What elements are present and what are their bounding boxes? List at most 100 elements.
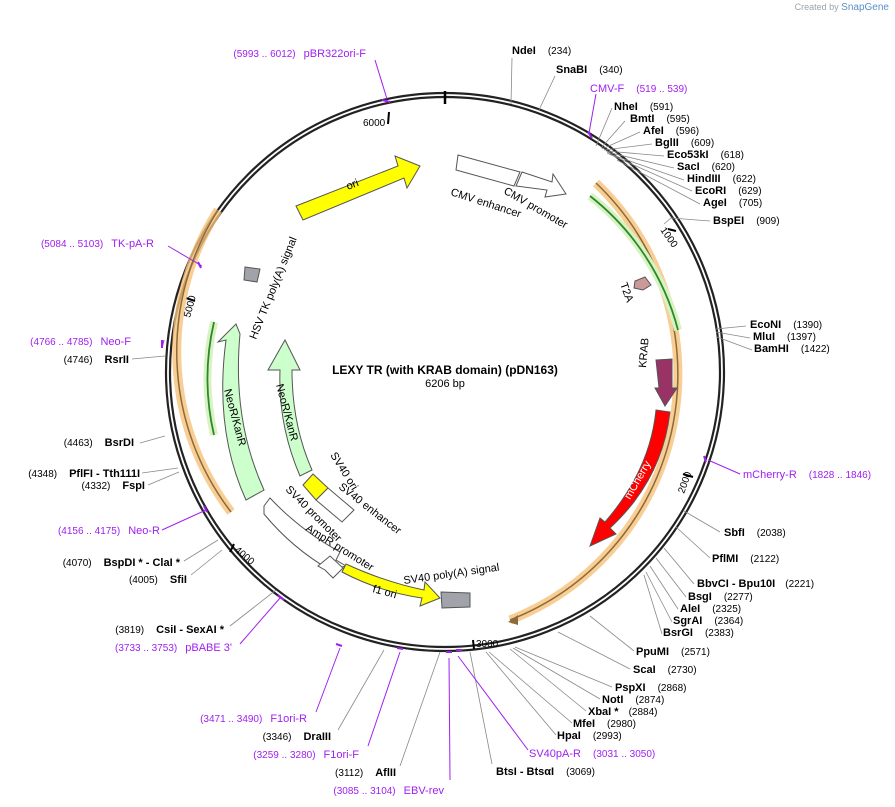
sv40-promoter-feature [263, 497, 348, 571]
enzyme-noti: NotI(2874) [602, 694, 664, 706]
plasmid-length: 6206 bp [425, 378, 465, 390]
leader-alei [649, 565, 679, 610]
leader-fspi [147, 471, 180, 486]
cmv-promoter-feature [515, 171, 567, 198]
enzyme-mfei: MfeI(2980) [573, 718, 636, 730]
sv40-polya-label: SV40 poly(A) signal [403, 562, 500, 587]
orf-line-right [509, 182, 679, 621]
leader-f1ori-r [315, 647, 341, 713]
enzyme-clai: (4070)BspDI * - ClaI * [63, 557, 181, 569]
enzyme-bamhi: BamHI(1422) [754, 343, 830, 355]
primer-pbr322ori-f: (5993 .. 6012)pBR322ori-F [233, 48, 366, 60]
tick-1000: 1000 [658, 225, 680, 250]
leader-draiii [337, 649, 385, 731]
ori-feature [295, 155, 421, 221]
leader-scai [557, 631, 631, 670]
enzyme-econi: EcoNI(1390) [750, 319, 822, 331]
site-pbabe3 [277, 594, 285, 601]
ampr-promoter-feature [317, 555, 344, 579]
enzyme-csii: (3819)CsiI - SexAI * [115, 624, 224, 636]
enzyme-labels-left: (3112)AflII (3346)DraIII (3819)CsiI - Se… [28, 354, 396, 779]
site-neo-r [203, 505, 208, 513]
enzyme-agei: AgeI(705) [703, 197, 762, 209]
enzyme-bglii: BglII(609) [655, 137, 714, 149]
enzyme-bspei: BspEI(909) [713, 215, 780, 227]
enzyme-ppumi: PpuMI(2571) [636, 646, 710, 658]
leader-csii [229, 589, 277, 627]
t2a-label: T2A [617, 281, 635, 305]
enzyme-btsi: BtsI - BtsαI(3069) [496, 766, 595, 778]
neor-kanr-inner-feature [267, 338, 313, 477]
green-orf-left [206, 321, 215, 436]
primer-neo-f: (4766 .. 4785)Neo-F [30, 336, 131, 348]
leader-sgrai [645, 571, 673, 623]
sv40-polya-feature [440, 591, 471, 609]
enzyme-hpai: HpaI(2993) [557, 730, 622, 742]
krab-feature [654, 358, 678, 407]
enzyme-labels: NdeI(234) SnaBI(340) NheI(591) BmtI(595)… [496, 45, 830, 778]
leader-tth111i [141, 467, 179, 474]
leader-bsrgi [643, 574, 663, 635]
hsv-tk-polya-label: HSV TK poly(A) signal [248, 235, 300, 341]
tick-3000: 3000 [476, 639, 499, 650]
leader-btsi [469, 651, 493, 765]
enzyme-sfii: (4005)SfiI [129, 574, 187, 586]
primer-f1ori-f: (3259 .. 3280)F1ori-F [253, 749, 359, 761]
leader-agei [616, 159, 701, 205]
plasmid-title: LEXY TR (with KRAB domain) (pDN163) [332, 363, 558, 377]
t2a-feature [633, 276, 652, 291]
annotation-leaders [131, 57, 753, 767]
enzyme-eco53ki: Eco53kI(618) [667, 149, 744, 161]
ori-label: ori [345, 177, 361, 193]
enzyme-pspxi: PspXI(2868) [615, 682, 686, 694]
leader-rsrii [131, 355, 166, 360]
tick-6000-mark [387, 111, 390, 125]
enzyme-rsrii: (4746)RsrII [64, 354, 129, 366]
primer-mcherry-r: mCherry-R(1828 .. 1846) [743, 469, 871, 481]
green-orf-right [589, 195, 679, 331]
primer-f1ori-r: (3471 .. 3490)F1ori-R [200, 713, 307, 725]
primer-leaders [161, 59, 741, 781]
primer-tk-pa-r: (5084 .. 5103)TK-pA-R [41, 238, 154, 250]
leader-pspxi [514, 646, 613, 688]
site-f1ori-r [335, 643, 343, 647]
enzyme-bsgi: BsgI(2277) [688, 591, 753, 603]
leader-bsrdi [139, 435, 166, 444]
leader-hindiii [606, 152, 685, 181]
primer-pbabe3: (3733 .. 3753)pBABE 3' [115, 642, 232, 654]
enzyme-sbfi: SbfI(2038) [724, 527, 786, 539]
leader-mcherry-r [707, 459, 741, 475]
leader-pflmi [675, 526, 711, 559]
enzyme-draiii: (3346)DraIII [263, 731, 331, 743]
enzyme-alei: AleI(2325) [680, 603, 741, 615]
leader-econi [715, 325, 747, 330]
primer-sv40pa-r: SV40pA-R(3031 .. 3050) [529, 748, 655, 760]
leader-saci [606, 151, 675, 169]
cmv-enhancer-feature [455, 154, 521, 187]
enzyme-scai: ScaI(2730) [633, 664, 697, 676]
leader-bmti [600, 120, 626, 149]
leader-sfii [190, 549, 223, 576]
leader-eco53ki [605, 150, 665, 157]
site-pbr322ori-f [381, 99, 391, 103]
leader-f1ori-f [367, 651, 401, 747]
orf-arrowhead-right [508, 615, 518, 625]
enzyme-pflmi: PflMI(2122) [712, 553, 779, 565]
leader-hpai [485, 651, 557, 736]
primer-labels: (5993 .. 6012)pBR322ori-F CMV-F(519 .. 5… [30, 48, 871, 797]
leader-bsgi [655, 557, 687, 598]
enzyme-hindiii: HindIII(622) [687, 173, 756, 185]
tick-1000-mark [667, 228, 677, 232]
primer-cmv-f: CMV-F(519 .. 539) [590, 83, 687, 95]
leader-sbfi [683, 510, 721, 533]
enzyme-ecori: EcoRI(629) [695, 185, 762, 197]
leader-neo-r [161, 509, 207, 531]
leader-noti [512, 647, 601, 700]
enzyme-ndei: NdeI(234) [512, 45, 571, 57]
leader-ppumi [589, 615, 635, 652]
leader-pbabe3 [239, 597, 281, 645]
site-f1ori-f [396, 647, 404, 650]
f1-ori-feature [341, 563, 441, 607]
leader-clai [183, 539, 219, 562]
mcherry-feature [589, 409, 671, 547]
